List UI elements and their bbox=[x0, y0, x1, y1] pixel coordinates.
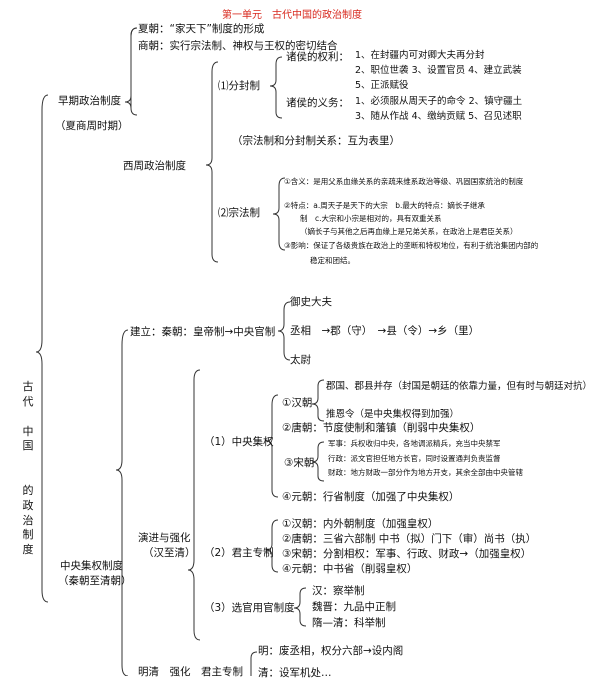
vertical-title-char: 古 bbox=[22, 380, 34, 393]
selection-item: 魏晋：九品中正制 bbox=[312, 601, 396, 613]
zhou-system-label: 西周政治制度 bbox=[123, 160, 186, 172]
song-item: 军事：兵权收归中央，各地调派精兵，充当中央禁军 bbox=[328, 439, 501, 448]
early-system-period: （夏商周时期） bbox=[55, 120, 129, 132]
tang-item: ②唐朝：节度使制和藩镇（削弱中央集权） bbox=[282, 422, 481, 434]
vertical-title-char: 代 bbox=[22, 394, 34, 408]
growth-label: 演进与强化 bbox=[138, 532, 191, 544]
vertical-title-char: 的 bbox=[22, 483, 34, 497]
relation-note: （宗法制和分封制关系：互为表里） bbox=[232, 135, 400, 147]
vertical-title-char: 度 bbox=[22, 543, 34, 557]
vertical-title-char: 治 bbox=[22, 513, 34, 527]
official-item: 丞相 →郡（守） →县（令）→乡（里） bbox=[290, 325, 480, 337]
zongfa-item: ②特点：a.周天子是天下的大宗 b.最大的特点：嫡长子继承 bbox=[284, 201, 485, 210]
vertical-title-char: 政 bbox=[22, 498, 34, 512]
han-item: 郡国、郡县并存（封国是朝廷的依靠力量，但有时与朝廷对抗） bbox=[326, 381, 593, 392]
rights-label: 诸侯的权利： bbox=[286, 51, 349, 63]
vertical-title-char: 制 bbox=[22, 528, 34, 542]
qing-item: 清：设军机处… bbox=[258, 667, 332, 679]
central-system-period: （秦朝至清朝） bbox=[58, 575, 132, 587]
zongfa-item: 制 c.大宗和小宗是相对的，具有双重关系 bbox=[300, 214, 442, 223]
autocracy-item: ①汉朝：内外朝制度（加强皇权） bbox=[282, 518, 439, 530]
rights-item: 1、在封疆内可对卿大夫再分封 bbox=[355, 50, 485, 61]
duties-label: 诸侯的义务： bbox=[286, 97, 349, 109]
zongfa-item: ③影响：保证了各级贵族在政治上的垄断和特权地位，有利于统治集团内部的 bbox=[284, 241, 539, 250]
selection-item: 汉：察举制 bbox=[312, 585, 365, 597]
early-system-label: 早期政治制度 bbox=[58, 95, 121, 107]
fengjian-label: ⑴分封制 bbox=[218, 80, 260, 92]
song-label: ③宋朝 bbox=[284, 457, 315, 469]
han-label: ①汉朝 bbox=[282, 397, 313, 409]
rights-item: 2、职位世袭 3、设置官员 4、建立武装 bbox=[355, 65, 522, 76]
vertical-title: 古 代 中 国 的 政 治 制 度 bbox=[22, 380, 34, 558]
vertical-title-char: 中 bbox=[22, 424, 34, 438]
page-title: 第一单元 古代中国的政治制度 bbox=[222, 10, 362, 21]
growth-period: （汉至清） bbox=[143, 547, 196, 559]
ming-qing-label: 明清 强化 君主专制 bbox=[138, 666, 243, 678]
zongfa-item: （嫡长子与其他之后再血缘上是兄弟关系，在政治上是君臣关系） bbox=[300, 227, 518, 236]
autocracy-item: ②唐朝：三省六部制 中书（拟）门下（审）尚书（执） bbox=[282, 533, 537, 545]
central-system-label: 中央集权制度 bbox=[60, 560, 123, 572]
autocracy-item: ④元朝：中书省（削弱皇权） bbox=[282, 563, 418, 575]
selection-label: （3）选官用官制度 bbox=[204, 602, 295, 614]
song-item: 财政：地方财政一部分作为地方开支，其余全部由中央管辖 bbox=[328, 468, 523, 477]
zongfa-item: 稳定和团结。 bbox=[310, 256, 355, 265]
yuan-item: ④元朝：行省制度（加强了中央集权） bbox=[282, 491, 460, 503]
official-item: 御史大夫 bbox=[290, 296, 332, 308]
central-established: 建立：秦朝：皇帝制→中央官制 bbox=[130, 326, 276, 338]
duties-item: 1、必须服从周天子的命令 2、镇守疆土 bbox=[355, 96, 523, 107]
selection-item: 隋—清：科举制 bbox=[312, 617, 386, 629]
han-item: 推恩令（是中央集权得到加强） bbox=[326, 409, 460, 420]
xia-dynasty: 夏朝：“家天下”制度的形成 bbox=[138, 23, 265, 35]
song-item: 行政：派文官担任地方长官，同时设置通判负责监督 bbox=[328, 454, 501, 463]
zongfa-item: ①含义：是用父系血缘关系的亲疏来维系政治等级、巩固国家统治的制度 bbox=[284, 177, 524, 186]
ming-item: 明：废丞相，权分六部→设内阁 bbox=[258, 645, 404, 657]
rights-item: 5、正派赋役 bbox=[355, 80, 409, 91]
duties-item: 3、随从作战 4、缴纳贡赋 5、召见述职 bbox=[355, 111, 522, 122]
autocracy-label: （2）君主专制 bbox=[204, 547, 274, 559]
shang-dynasty: 商朝：实行宗法制、神权与王权的密切结合 bbox=[138, 40, 338, 52]
official-item: 太尉 bbox=[290, 354, 311, 366]
vertical-title-char: 国 bbox=[22, 439, 34, 453]
zongfa-label: ⑵宗法制 bbox=[218, 207, 260, 219]
autocracy-item: ③宋朝：分割相权：军事、行政、财政→（加强皇权） bbox=[282, 548, 532, 560]
centralization-label: （1）中央集权 bbox=[204, 436, 274, 448]
